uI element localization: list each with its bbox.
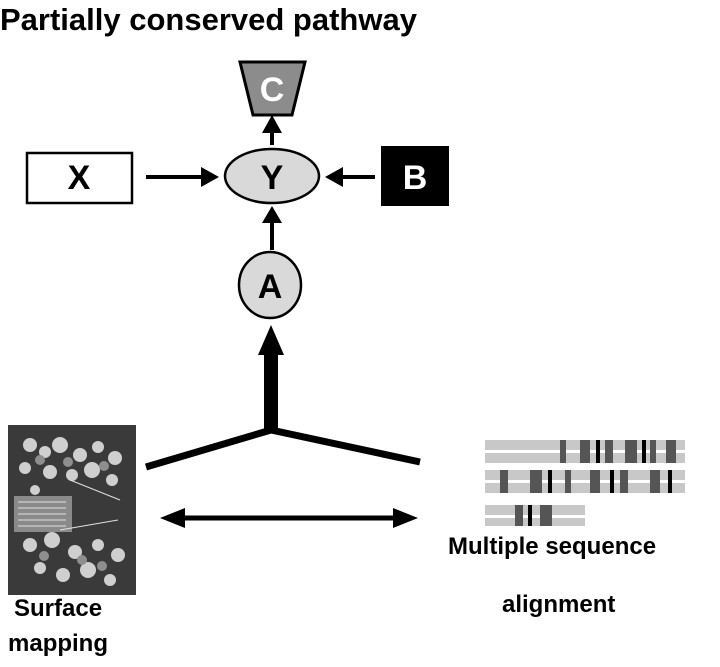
surface-mapping-label-line1: Surface: [14, 595, 103, 622]
alignment-label-line2: alignment: [502, 591, 616, 618]
arrow-b-to-y: [325, 167, 375, 187]
arrow-a-to-y: [262, 206, 282, 250]
node-y: Y: [223, 147, 321, 205]
node-c-label: C: [260, 71, 285, 109]
surface-mapping-label-line2: mapping: [8, 630, 108, 657]
node-b-shape: [381, 146, 449, 206]
node-y-label: Y: [261, 159, 284, 197]
node-a: A: [237, 250, 303, 320]
node-a-label: A: [258, 268, 283, 306]
arrow-y-to-c: [262, 115, 282, 145]
alignment-label-line1: Multiple sequence: [448, 533, 657, 560]
node-a-shape: [237, 250, 303, 320]
alignment-image: [485, 440, 685, 526]
node-x: X: [25, 151, 134, 205]
node-x-shape: [25, 151, 134, 205]
arrow-x-to-y: [146, 167, 219, 187]
surface-mapping-image: [8, 425, 136, 595]
node-b: B: [381, 146, 449, 206]
arrow-methods-to-a: [145, 325, 421, 471]
node-b-label: B: [403, 159, 428, 197]
node-c: C: [238, 60, 307, 117]
node-c-shape: [238, 60, 307, 117]
diagram-title: Partially conserved pathway: [0, 2, 417, 37]
node-y-shape: [223, 147, 321, 205]
double-arrow: [160, 508, 418, 528]
node-x-label: X: [68, 159, 91, 197]
